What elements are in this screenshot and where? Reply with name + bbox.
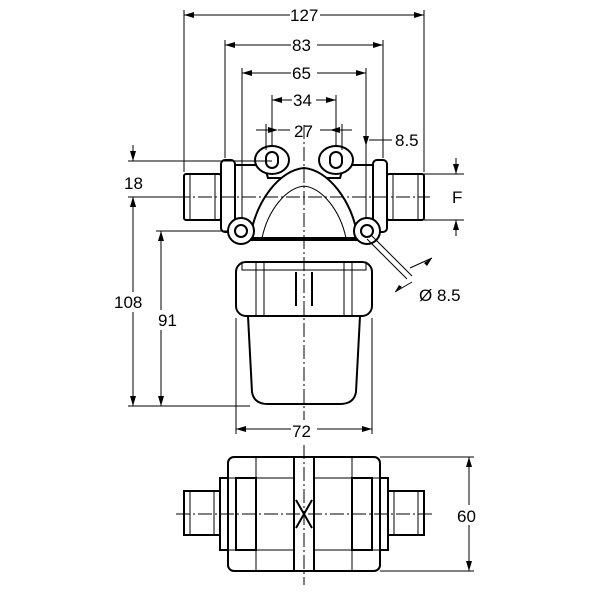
dim-total-height: 108 [114, 293, 142, 312]
front-view [176, 125, 430, 420]
top-view: 60 [176, 445, 485, 585]
dimensions-front: 127 83 65 34 27 [112, 5, 464, 441]
dim-port-label: F [452, 188, 462, 207]
mount-ear-left [254, 145, 290, 175]
dim-slot-width: 8.5 [395, 131, 419, 150]
dim-overall-width: 127 [290, 6, 318, 25]
top-left-port [183, 490, 221, 536]
dim-hole-spacing-inner: 27 [294, 122, 313, 141]
dim-port-offset: 18 [124, 174, 143, 193]
filter-bowl [246, 315, 362, 405]
top-right-port [387, 490, 425, 536]
mount-hole-left [227, 217, 255, 245]
dim-hole-spacing-outer: 34 [293, 91, 312, 110]
dim-mount-hole-dia: Ø 8.5 [419, 286, 461, 305]
dim-top-view-depth: 60 [457, 507, 476, 526]
dim-bracket-width: 65 [292, 64, 311, 83]
dim-bowl-width: 72 [292, 422, 311, 441]
dim-bowl-height: 91 [158, 311, 177, 330]
dim-flange-width: 83 [292, 36, 311, 55]
mount-ear-right [318, 145, 354, 175]
